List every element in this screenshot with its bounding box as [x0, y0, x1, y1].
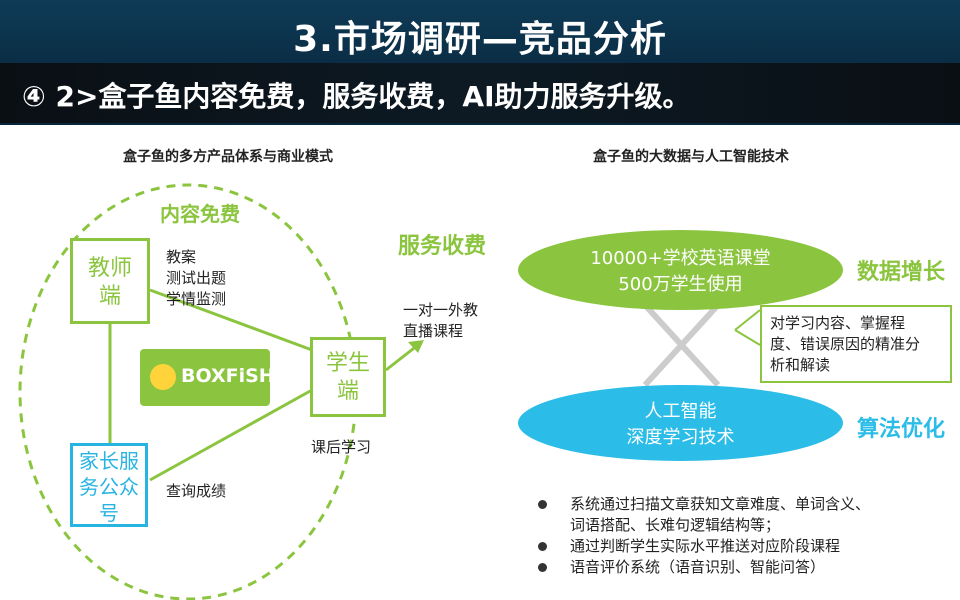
fish-icon	[150, 364, 176, 390]
teacher-box: 教师 端	[70, 238, 150, 324]
data-growth-label: 数据增长	[857, 260, 946, 285]
slide-header: 3.市场调研—竞品分析 ④ 2>盒子鱼内容免费，服务收费，AI助力服务升级。	[0, 0, 960, 125]
student-box-line1: 学生	[325, 351, 370, 376]
after-class-label: 课后学习	[311, 438, 372, 456]
right-chart-title: 盒子鱼的大数据与人工智能技术	[593, 149, 789, 165]
service-paid-label: 服务收费	[398, 234, 487, 259]
teacher-student-line	[149, 288, 313, 352]
teacher-item: 测试出题	[166, 269, 227, 287]
teacher-box-line2: 端	[98, 284, 121, 309]
parent-box-line2: 务公众	[79, 475, 139, 499]
student-box: 学生 端	[310, 337, 386, 417]
student-paid-arrow	[385, 343, 419, 372]
list-item-line: 通过判断学生实际水平推送对应阶段课程	[570, 537, 841, 555]
parent-student-line	[149, 388, 313, 482]
ai-ellipse: 人工智能 深度学习技术	[518, 385, 843, 461]
analysis-callout: 对学习内容、掌握程 度、错误原因的精准分 析和解读	[760, 305, 952, 383]
callout-line: 析和解读	[770, 356, 831, 374]
list-item: 语音评价系统（语音识别、智能问答）	[538, 557, 870, 578]
logo-text: BOXFiSH	[181, 365, 275, 387]
list-item-line: 语音评价系统（语音识别、智能问答）	[570, 558, 826, 576]
feature-list: 系统通过扫描文章获知文章难度、单词含义、 词语搭配、长难句逻辑结构等； 通过判断…	[538, 494, 870, 578]
teacher-item: 学情监测	[166, 290, 227, 308]
slide-subtitle: ④ 2>盒子鱼内容免费，服务收费，AI助力服务升级。	[22, 80, 691, 113]
boxfish-logo: BOXFiSH	[140, 349, 275, 406]
slide-title: 3.市场调研—竞品分析	[293, 19, 667, 60]
parent-box-line3: 号	[99, 501, 119, 525]
list-item-line: 词语搭配、长难句逻辑结构等；	[570, 516, 781, 534]
data-ellipse-line2: 500万学生使用	[618, 274, 743, 295]
paid-item: 直播课程	[403, 322, 464, 340]
ai-ellipse-line1: 人工智能	[644, 401, 717, 422]
student-box-line2: 端	[336, 379, 359, 404]
callout-line: 对学习内容、掌握程	[770, 314, 906, 332]
teacher-item: 教案	[166, 248, 197, 266]
parent-item-label: 查询成绩	[166, 482, 227, 500]
ai-ellipse-line2: 深度学习技术	[626, 427, 735, 448]
arrow-head	[408, 340, 424, 353]
left-chart-title: 盒子鱼的多方产品体系与商业模式	[123, 149, 333, 165]
bullet-icon	[538, 500, 547, 509]
callout-line: 度、错误原因的精准分	[770, 335, 921, 353]
paid-item: 一对一外教	[403, 301, 479, 319]
list-item: 通过判断学生实际水平推送对应阶段课程	[538, 536, 870, 557]
subtitle-bar: ④ 2>盒子鱼内容免费，服务收费，AI助力服务升级。	[0, 63, 960, 123]
teacher-box-line1: 教师	[87, 256, 132, 281]
content-free-label: 内容免费	[160, 202, 240, 226]
parent-box: 家长服 务公众 号	[70, 443, 148, 527]
list-item-line: 系统通过扫描文章获知文章难度、单词含义、	[570, 495, 871, 513]
data-ellipse: 10000+学校英语课堂 500万学生使用	[518, 230, 843, 310]
algo-opt-label: 算法优化	[857, 417, 946, 442]
list-item: 系统通过扫描文章获知文章难度、单词含义、 词语搭配、长难句逻辑结构等；	[538, 494, 870, 536]
bullet-icon	[538, 542, 547, 551]
paid-items: 一对一外教 直播课程	[403, 300, 478, 342]
cross-line-2	[642, 302, 721, 388]
bullet-icon	[538, 563, 547, 572]
parent-box-line1: 家长服	[79, 449, 139, 473]
callout-pointer-a	[734, 309, 761, 331]
data-ellipse-line1: 10000+学校英语课堂	[590, 248, 771, 269]
teacher-items: 教案 测试出题 学情监测	[166, 247, 226, 310]
callout-pointer-b	[734, 329, 761, 346]
